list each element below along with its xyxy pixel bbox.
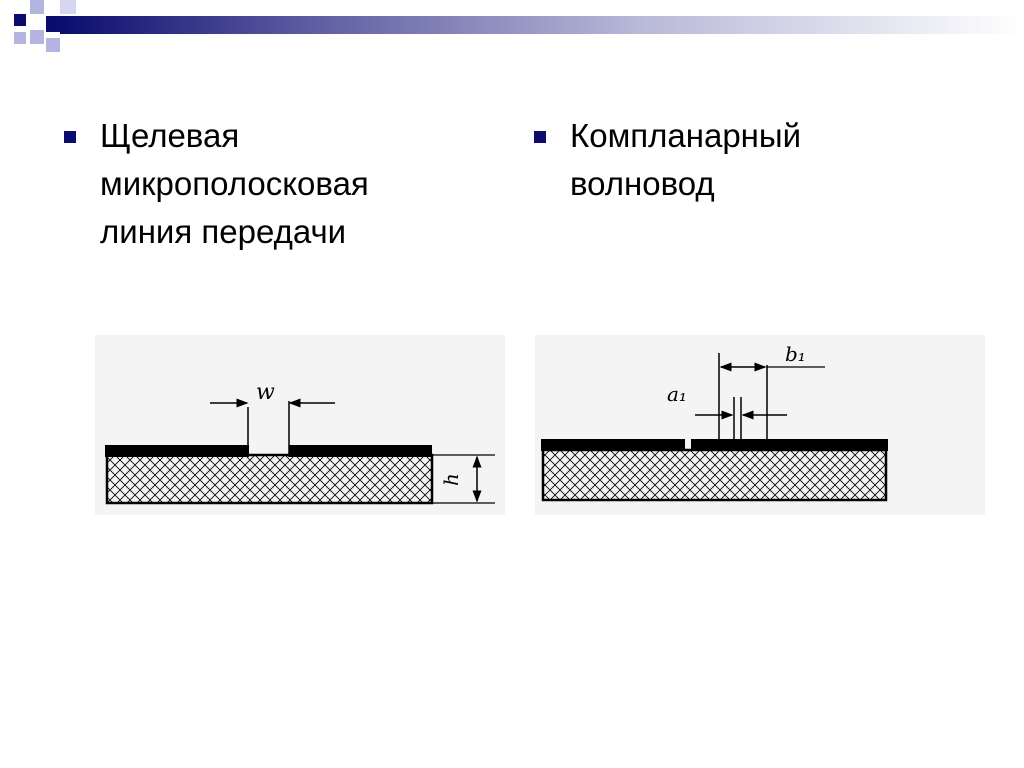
slotline-title-line-1: Щелевая <box>100 117 240 154</box>
slotline-diagram: w h <box>95 335 505 515</box>
bullet-slotline: Щелевая микрополосковая линия передачи <box>64 112 369 256</box>
b1-label: b₁ <box>785 342 806 366</box>
coplanar-title: Компланарный волновод <box>570 112 801 208</box>
substrate <box>105 453 434 505</box>
slotline-title: Щелевая микрополосковая линия передачи <box>100 112 369 256</box>
slotline-title-line-2: микрополосковая <box>100 165 369 202</box>
w-label: w <box>256 380 275 405</box>
deco-square-7 <box>46 38 60 52</box>
coplanar-title-line-1: Компланарный <box>570 117 802 154</box>
center-strip <box>691 439 767 451</box>
deco-square-5 <box>60 0 76 14</box>
slotline-title-line-3: линия передачи <box>100 213 347 250</box>
deco-square-2 <box>30 0 44 14</box>
deco-square-3 <box>46 16 62 32</box>
metal-strip-right <box>289 445 432 457</box>
deco-square-4 <box>30 30 44 44</box>
metal-strip-left <box>105 445 249 457</box>
bullet-square-icon <box>64 131 76 143</box>
a1-label: a₁ <box>667 382 687 406</box>
bullet-coplanar: Компланарный волновод <box>534 112 801 208</box>
header-decoration <box>14 0 1024 52</box>
substrate <box>541 448 888 502</box>
coplanar-title-line-2: волновод <box>570 165 715 202</box>
deco-square-6 <box>14 32 26 44</box>
h-label: h <box>439 473 463 486</box>
ground-plane-right <box>767 439 888 451</box>
deco-square-1 <box>14 14 26 26</box>
ground-plane-left <box>541 439 685 451</box>
coplanar-diagram: b₁ a₁ <box>535 335 985 515</box>
bullet-square-icon <box>534 131 546 143</box>
